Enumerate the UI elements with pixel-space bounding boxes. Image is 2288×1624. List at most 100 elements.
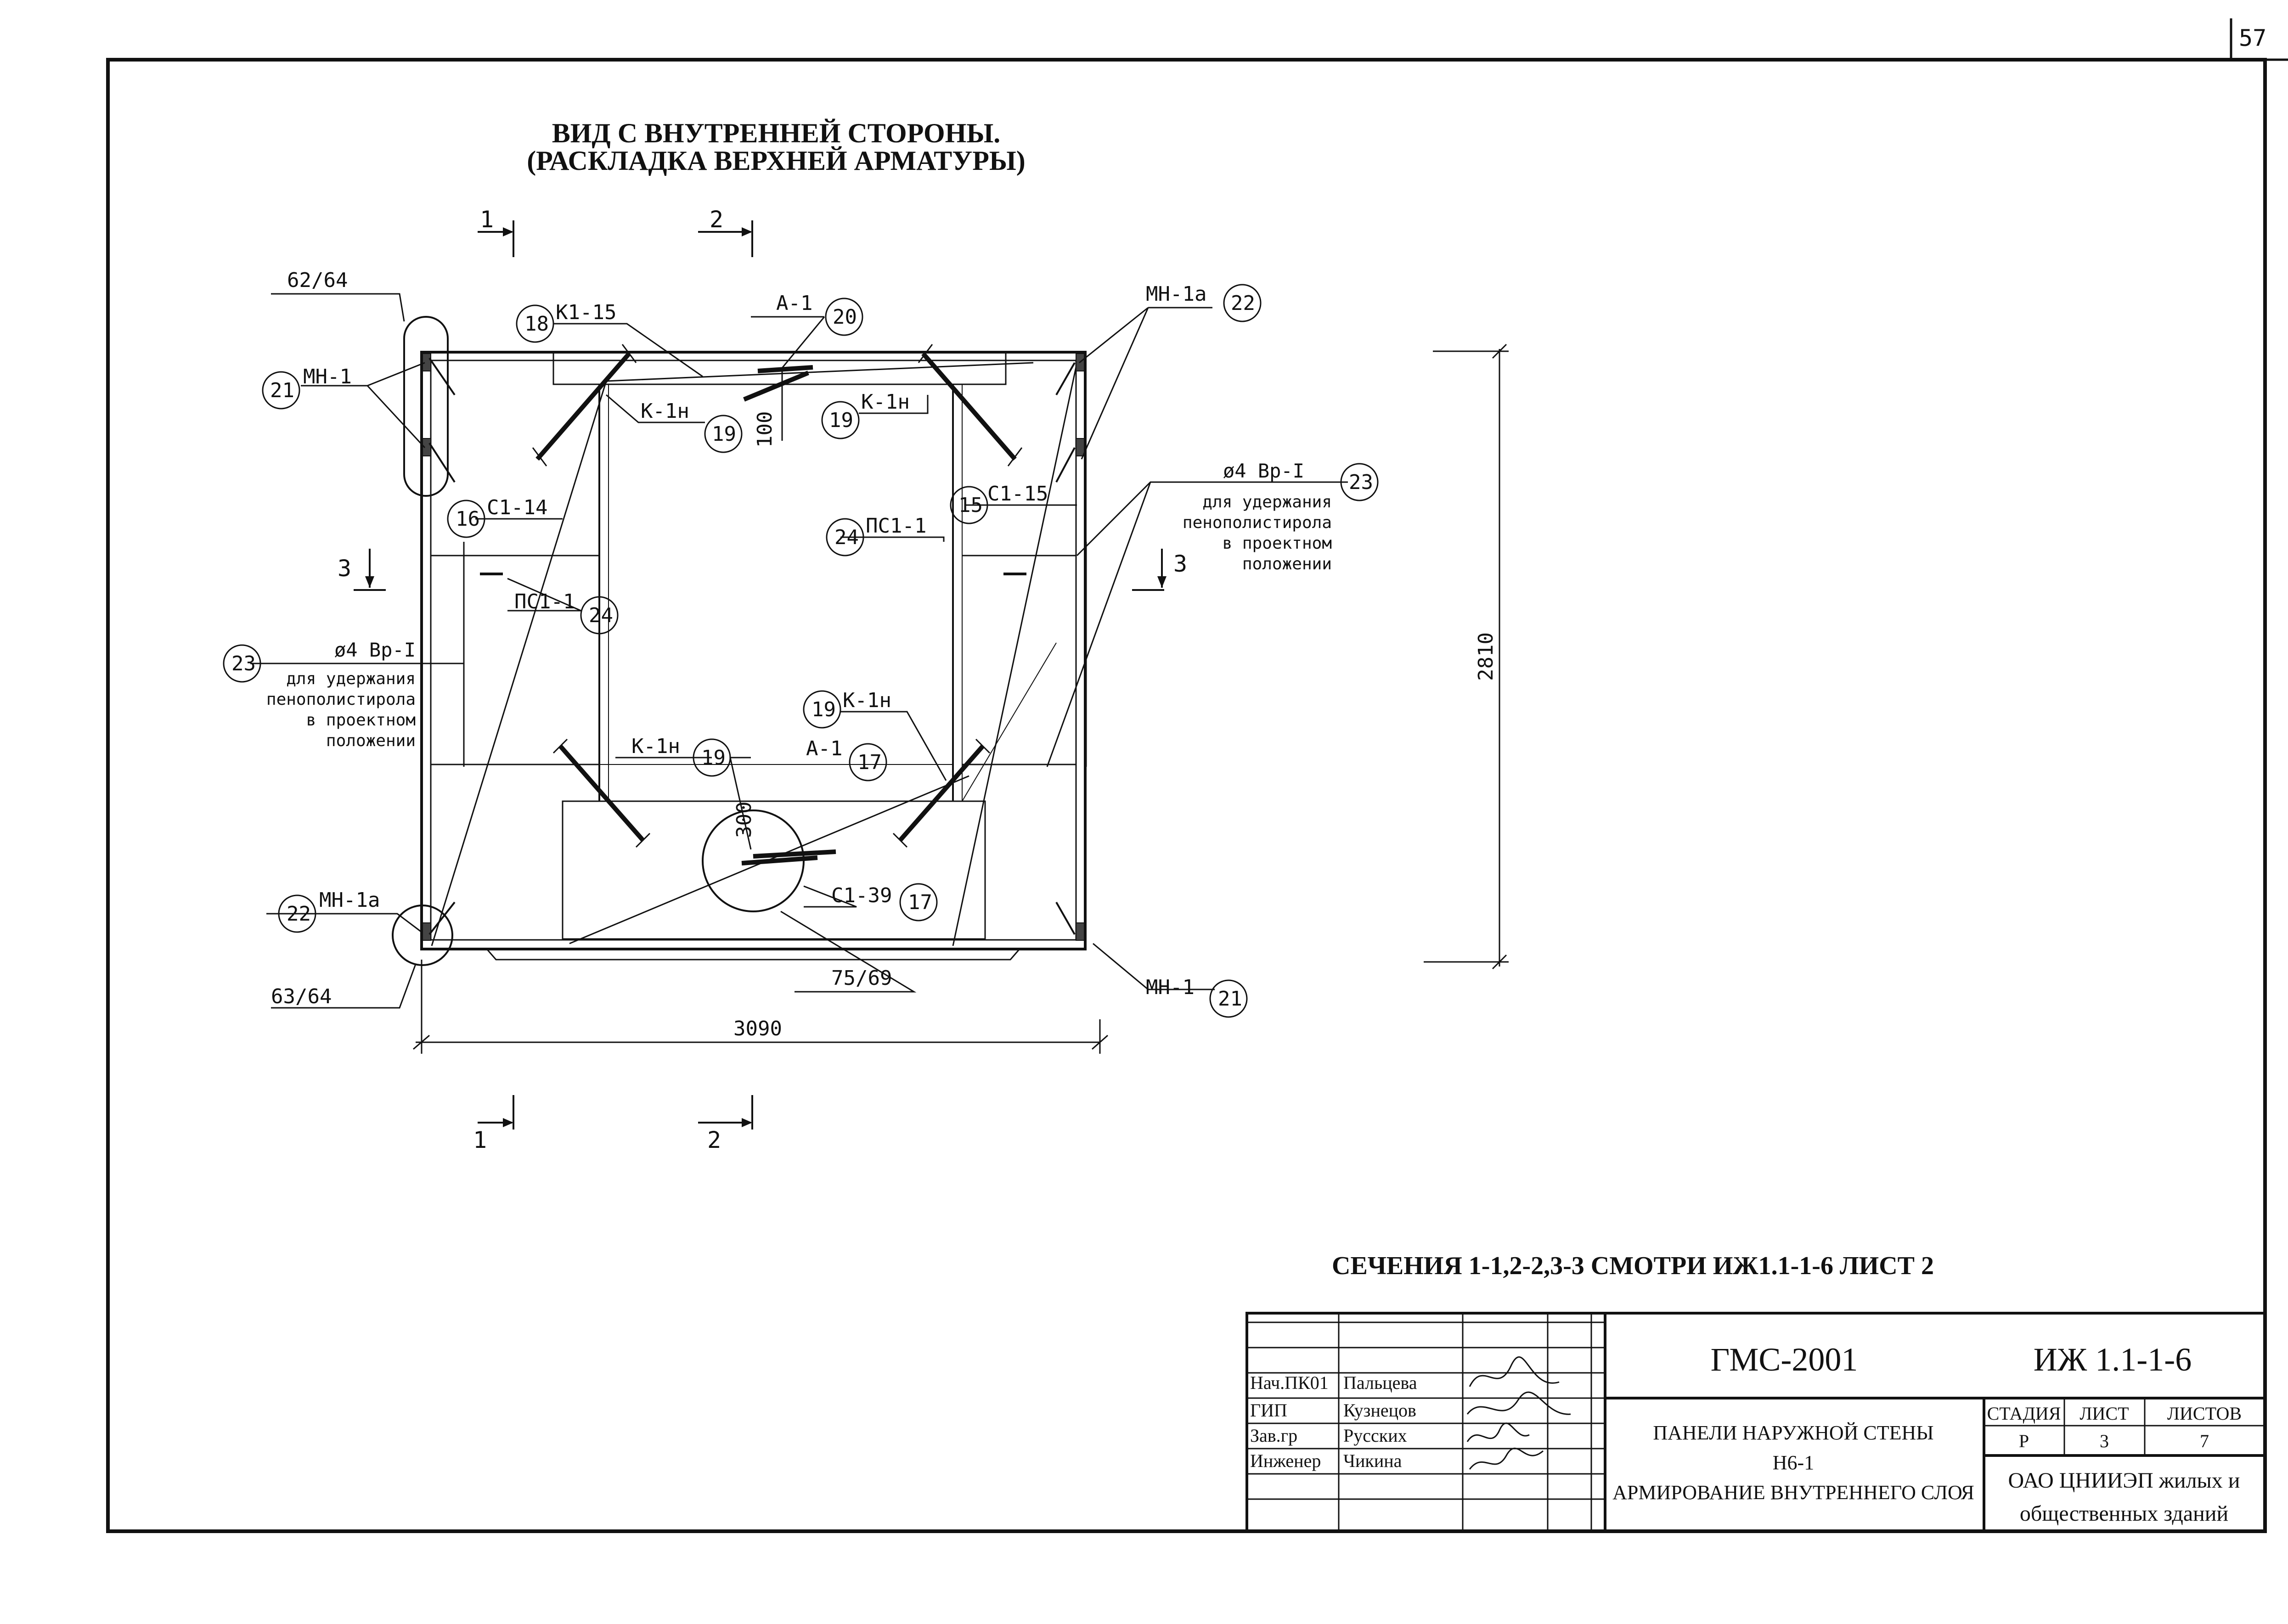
label-mn1-bottom: МН-1 (1146, 976, 1195, 999)
section-markers (354, 220, 1164, 1129)
sheet-value: 3 (2100, 1431, 2109, 1451)
rebar-note-left: ø4 Вр-I для удержания пенополистирола в … (266, 639, 416, 750)
num-20: 20 (833, 305, 857, 329)
signers: Нач.ПК01 Пальцева ГИП Кузнецов Зав.гр Ру… (1250, 1372, 1417, 1471)
corner-bracing (535, 352, 1017, 842)
num-19-bottom-left: 19 (701, 746, 726, 770)
label-k1n-bottom-left: К-1н (631, 735, 680, 758)
num-24-right: 24 (834, 526, 859, 549)
section-mark-2-top: 2 (710, 206, 723, 233)
rebar-note-left-l3: пенополистирола (266, 690, 416, 709)
num-19-top-right: 19 (829, 409, 853, 432)
page-number: 57 (2239, 25, 2266, 51)
dimension-width: 3090 (733, 1017, 782, 1040)
page-frame (106, 18, 2288, 1533)
label-k1-15: К1-15 (556, 301, 616, 324)
rebar-note-left-l2: для удержания (286, 669, 416, 688)
dimension-height: 2810 (1474, 632, 1498, 681)
callouts: 62/64 МН-1 21 18 К1-15 А-1 20 К-1н 19 19… (231, 269, 1373, 1011)
num-17-top: 17 (857, 751, 882, 774)
label-c1-14: С1-14 (487, 496, 547, 519)
sheet-label: ЛИСТ (2079, 1403, 2129, 1424)
num-23-left: 23 (231, 652, 256, 675)
label-c1-15: С1-15 (987, 482, 1048, 506)
signer-role-1: Нач.ПК01 (1250, 1372, 1329, 1393)
project-code: ГМС-2001 (1711, 1341, 1858, 1378)
num-17-bottom: 17 (908, 891, 932, 914)
num-23-right: 23 (1349, 471, 1373, 494)
label-k1n-top-left: К-1н (641, 399, 689, 423)
mesh-ticks (428, 357, 1076, 935)
label-ps1-1-right: ПС1-1 (866, 514, 926, 538)
label-75-69: 75/69 (831, 967, 892, 990)
dimension-lines (413, 343, 1509, 1054)
rebar-note-right-l1: ø4 Вр-I (1223, 460, 1304, 482)
section-mark-1-bottom: 1 (473, 1127, 487, 1153)
rebar-note-right-l2: для удержания (1202, 493, 1332, 511)
num-15: 15 (958, 494, 983, 517)
num-24-left: 24 (589, 604, 613, 627)
label-ps1-1-left: ПС1-1 (514, 590, 575, 613)
label-mn1a-bottom: МН-1а (319, 888, 380, 912)
label-mn1a-top: МН-1а (1146, 282, 1206, 306)
num-19-top-left: 19 (712, 422, 736, 446)
num-21-top: 21 (270, 379, 294, 402)
signer-name-4: Чикина (1343, 1450, 1402, 1471)
section-mark-2-bottom: 2 (707, 1127, 721, 1153)
rebar-note-right-l4: в проектном (1223, 534, 1332, 553)
signer-role-2: ГИП (1250, 1400, 1287, 1421)
signatures (1466, 1356, 1571, 1470)
document-code: ИЖ 1.1-1-6 (2034, 1341, 2192, 1378)
label-mn1-top: МН-1 (303, 365, 352, 388)
corner-bracing-ticks (532, 344, 1023, 848)
drawing-name-line2: Н6-1 (1773, 1451, 1814, 1474)
drawing-title-line1: ВИД С ВНУТРЕННЕЙ СТОРОНЫ. (552, 118, 1001, 148)
signer-role-3: Зав.гр (1250, 1425, 1297, 1446)
signer-role-4: Инженер (1250, 1450, 1321, 1471)
stage-value: Р (2019, 1431, 2029, 1451)
drawing-name-line3: АРМИРОВАНИЕ ВНУТРЕННЕГО СЛОЯ (1612, 1481, 1974, 1504)
rebar-note-left-l4: в проектном (306, 711, 416, 730)
sheets-label: ЛИСТОВ (2167, 1403, 2242, 1424)
signer-name-2: Кузнецов (1343, 1400, 1416, 1421)
label-a1-top: А-1 (776, 292, 812, 315)
section-mark-3-left: 3 (338, 555, 351, 582)
section-mark-3-right: 3 (1173, 551, 1187, 577)
label-a1-bottom: А-1 (806, 737, 842, 760)
num-22-top: 22 (1231, 292, 1255, 315)
rebar-note-left-l5: положении (326, 731, 416, 750)
highlight-shapes (392, 316, 805, 966)
num-16: 16 (456, 507, 480, 531)
num-18: 18 (524, 312, 549, 336)
num-19-bottom-right: 19 (812, 698, 836, 721)
section-mark-1-top: 1 (480, 206, 494, 233)
drawing-title-line2: (РАСКЛАДКА ВЕРХНЕЙ АРМАТУРЫ) (527, 146, 1026, 176)
stage-label: СТАДИЯ (1987, 1403, 2061, 1424)
num-22-bottom: 22 (287, 902, 311, 926)
label-k1n-top-right: К-1н (861, 390, 910, 414)
sheets-value: 7 (2200, 1431, 2209, 1451)
signer-name-1: Пальцева (1343, 1372, 1417, 1393)
signer-name-3: Русских (1343, 1425, 1407, 1446)
title-block-thin (1247, 1313, 2265, 1531)
organization-line1: ОАО ЦНИИЭП жилых и (2008, 1468, 2240, 1493)
sections-note: СЕЧЕНИЯ 1-1,2-2,3-3 СМОТРИ ИЖ1.1-1-6 ЛИС… (1332, 1252, 1934, 1280)
label-62-64: 62/64 (287, 269, 348, 292)
rebar-note-right-l5: положении (1242, 555, 1332, 573)
organization-line2: общественных зданий (2020, 1501, 2228, 1526)
drawing-name-line1: ПАНЕЛИ НАРУЖНОЙ СТЕНЫ (1653, 1422, 1933, 1444)
a1-bars (741, 365, 836, 865)
label-63-64: 63/64 (271, 985, 332, 1008)
rebar-note-left-l1: ø4 Вр-I (334, 639, 416, 661)
num-21-bottom: 21 (1218, 987, 1242, 1011)
section-marker-arrows (365, 227, 1167, 1127)
label-k1n-bottom-right: К-1н (843, 689, 891, 712)
title-block (1245, 1312, 2266, 1533)
rebar-note-right: ø4 Вр-I для удержания пенополистирола в … (1183, 460, 1332, 573)
rebar-note-right-l3: пенополистирола (1183, 513, 1332, 532)
dim-100: 100 (753, 411, 777, 448)
leader-lines (250, 293, 1348, 1009)
callout-circles (223, 284, 1379, 1018)
label-c1-39: С1-39 (831, 884, 892, 907)
